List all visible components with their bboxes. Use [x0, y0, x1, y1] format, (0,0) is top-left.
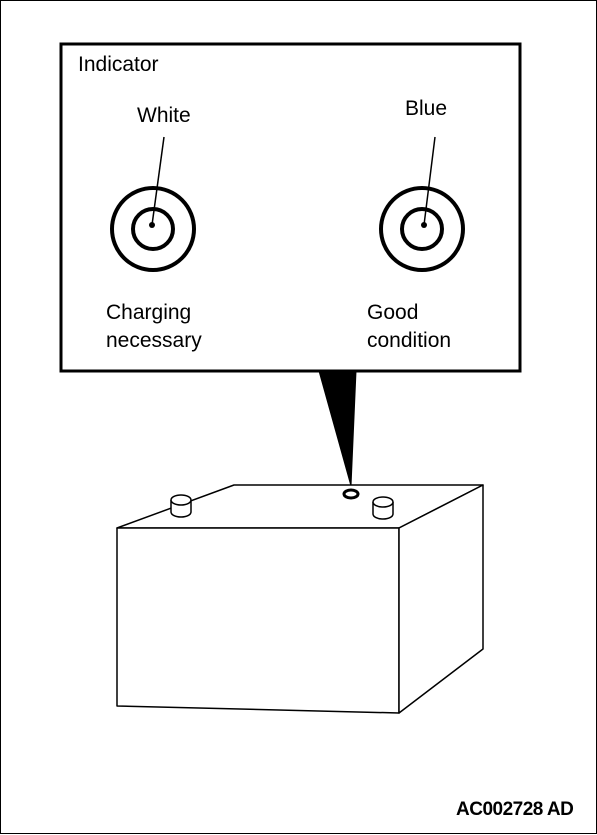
figure-code: AC002728 AD [456, 799, 574, 820]
battery-illustration [116, 484, 484, 714]
battery-indicator-eye [342, 488, 360, 500]
good-condition-label: Good condition [367, 301, 452, 352]
indicator-title: Indicator [78, 53, 159, 76]
white-color-label: White [137, 104, 191, 127]
battery-side-face [398, 484, 484, 714]
battery-front-face [116, 527, 400, 714]
charging-necessary-label: Charging necessary [106, 301, 202, 352]
blue-color-label: Blue [405, 97, 448, 120]
white-indicator-symbol [110, 136, 196, 272]
battery-terminal-left [170, 494, 192, 518]
callout-pointer [318, 370, 357, 487]
blue-indicator-symbol [379, 136, 465, 272]
battery-terminal-right [372, 496, 394, 520]
indicator-callout-box [59, 42, 522, 373]
